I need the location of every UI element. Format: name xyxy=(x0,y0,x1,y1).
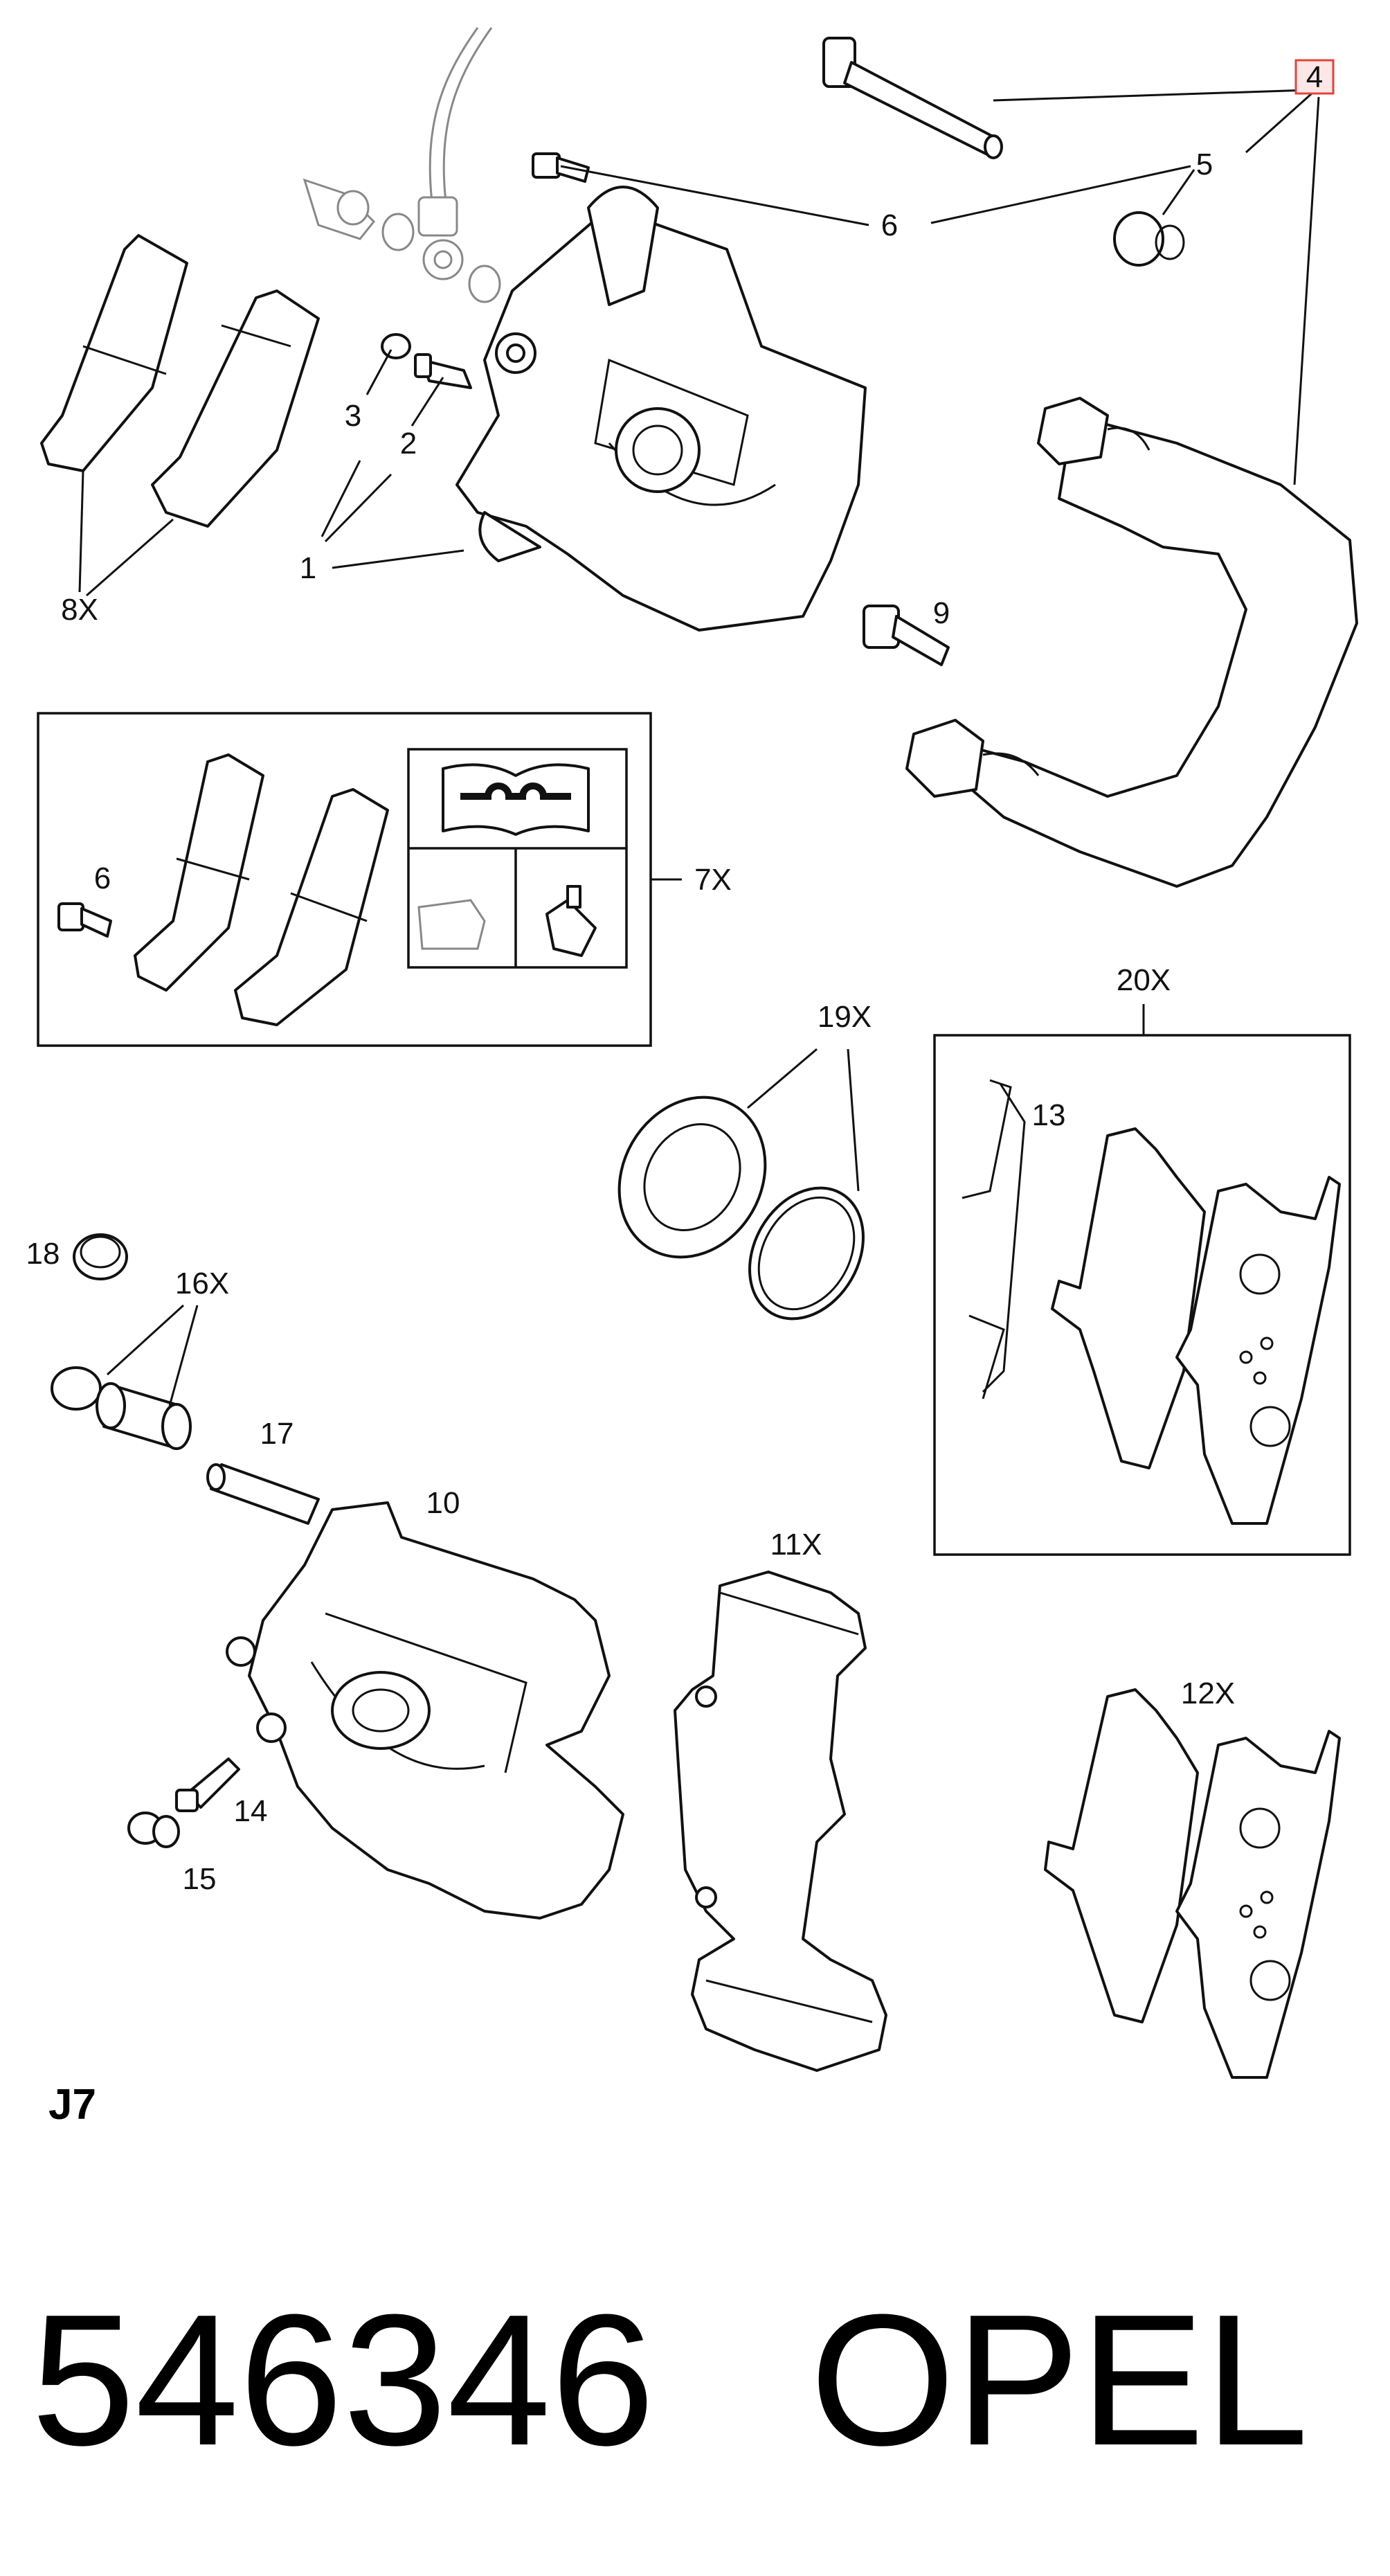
oil-can-icon xyxy=(417,899,486,950)
caliper-carrier-bottom xyxy=(674,1571,887,2072)
callout-14[interactable]: 14 xyxy=(234,1794,268,1828)
callout-18[interactable]: 18 xyxy=(26,1237,60,1271)
callout-3[interactable]: 3 xyxy=(345,399,361,433)
part-number: 546346 xyxy=(31,2276,655,2485)
caliper-carrier-top xyxy=(905,397,1358,888)
callout-7x[interactable]: 7X xyxy=(694,863,732,897)
guide-pin-17 xyxy=(206,1463,320,1525)
bleed-screw-bottom xyxy=(175,1757,240,1812)
brake-hose-ghost xyxy=(303,27,501,303)
highlight-box xyxy=(1294,59,1335,95)
brake-caliper-bottom xyxy=(226,1501,624,1920)
callout-12x[interactable]: 12X xyxy=(1181,1676,1235,1710)
brake-pad-set-bottom xyxy=(1044,1688,1341,2079)
leader-lines xyxy=(78,89,1320,1406)
callout-1[interactable]: 1 xyxy=(300,551,316,585)
brake-caliper-top xyxy=(455,186,867,632)
callout-13[interactable]: 13 xyxy=(1032,1098,1066,1132)
kit-20x-box xyxy=(933,1034,1351,1556)
guide-bushing xyxy=(1113,211,1185,267)
section-code: J7 xyxy=(48,2081,96,2129)
dust-cap-bottom xyxy=(127,1812,180,1848)
caliper-bolt-top xyxy=(532,152,590,183)
dust-cap xyxy=(381,333,411,359)
callout-10[interactable]: 10 xyxy=(426,1486,460,1520)
kit-7x-box xyxy=(37,712,652,1047)
brand-name: OPEL xyxy=(810,2276,1308,2485)
callout-15[interactable]: 15 xyxy=(183,1862,217,1896)
guide-pin xyxy=(822,37,1003,159)
callout-6[interactable]: 6 xyxy=(881,208,898,242)
callout-16x[interactable]: 16X xyxy=(175,1267,229,1300)
callout-9[interactable]: 9 xyxy=(933,596,950,630)
callout-5[interactable]: 5 xyxy=(1196,147,1213,181)
bleed-screw xyxy=(414,353,472,389)
callout-4[interactable]: 4 xyxy=(1306,60,1323,94)
grease-tube-icon xyxy=(545,885,597,957)
callout-8x[interactable]: 8X xyxy=(61,593,98,627)
callout-2[interactable]: 2 xyxy=(400,427,417,460)
callout-6b[interactable]: 6 xyxy=(94,861,111,895)
piston-seal-kit xyxy=(617,1095,865,1321)
carrier-bolt xyxy=(863,605,950,666)
callout-11x[interactable]: 11X xyxy=(770,1528,822,1562)
callout-19x[interactable]: 19X xyxy=(818,1000,872,1034)
service-manual-icon xyxy=(442,763,590,836)
guide-bolt-cap xyxy=(73,1233,128,1280)
callout-20x[interactable]: 20X xyxy=(1117,963,1171,997)
callout-17[interactable]: 17 xyxy=(260,1417,294,1451)
guide-sleeve-kit xyxy=(51,1366,192,1450)
